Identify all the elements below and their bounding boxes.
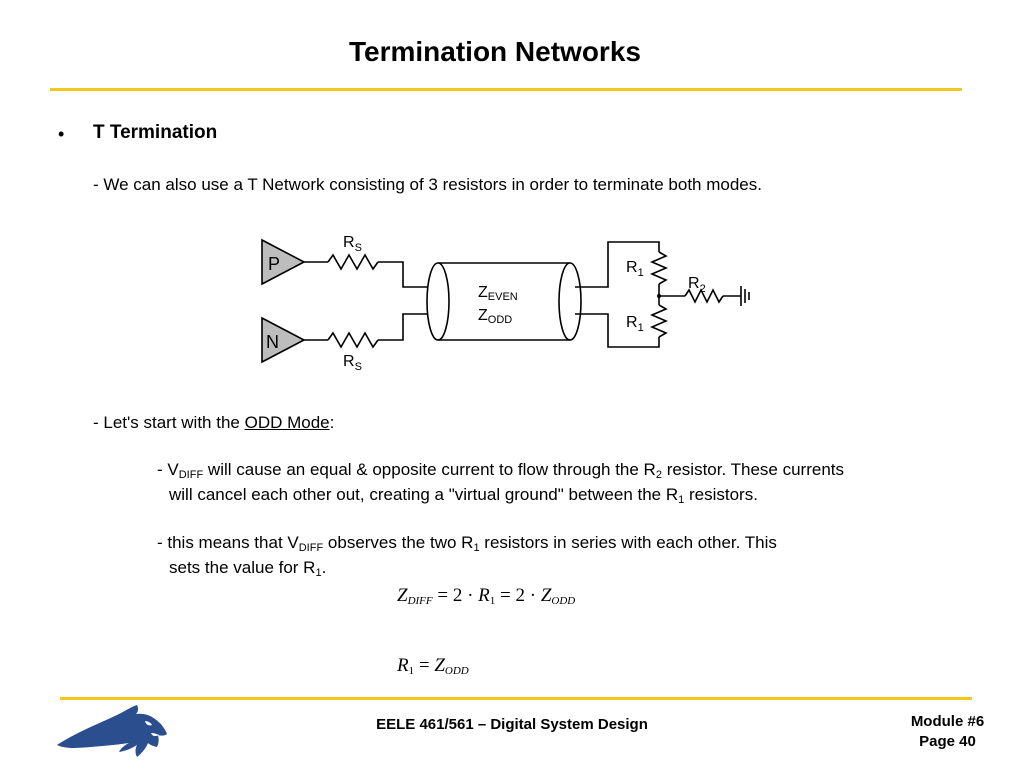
footer-course: EELE 461/561 – Digital System Design (376, 716, 648, 733)
driver-n-triangle (261, 316, 306, 364)
point2-line2: sets the value for R1. (169, 558, 327, 579)
odd-mode-link: ODD Mode (244, 413, 330, 432)
transmission-line (438, 262, 570, 341)
footer-module: Module #6 (910, 713, 985, 730)
zeven-label: ZEVEN (478, 284, 518, 303)
driver-n-label: N (266, 332, 279, 352)
r1-bottom-label: R1 (626, 314, 644, 334)
r2-resistor (684, 288, 724, 304)
equation-zdiff: ZDIFF = 2 · R1 = 2 · ZODD (397, 585, 576, 607)
rs-bottom-resistor (327, 331, 379, 349)
odd-mode-intro: - Let's start with the ODD Mode: (93, 413, 335, 432)
svg-text:RS: RS (343, 234, 362, 254)
svg-text:RS: RS (343, 353, 362, 373)
bobcat-logo (57, 705, 167, 757)
zodd-label: ZODD (478, 307, 512, 326)
bullet-heading: T Termination (93, 122, 218, 143)
point1-line2: will cancel each other out, creating a "… (169, 485, 758, 506)
rs-top-resistor (327, 253, 379, 271)
r2-label: R2 (688, 275, 706, 295)
r1-top-resistor (649, 251, 669, 285)
bullet-marker: • (58, 124, 65, 144)
driver-p-triangle (261, 238, 306, 286)
intro-text: - We can also use a T Network consisting… (93, 175, 762, 194)
slide-title: Termination Networks (349, 36, 641, 67)
point2-line1: - this means that VDIFF observes the two… (157, 533, 777, 554)
r1-top-label: R1 (626, 259, 644, 279)
ground-icon (740, 286, 750, 306)
point1-line1: - VDIFF will cause an equal & opposite c… (157, 460, 845, 481)
r1-bottom-resistor (649, 304, 669, 338)
driver-p-label: P (268, 254, 280, 274)
footer-page: Page 40 (919, 733, 976, 750)
t-termination-diagram: P N RS RS ZEVEN ZODD R1 R1 R2 (261, 234, 750, 373)
title-rule (50, 88, 962, 91)
equation-r1: R1 = ZODD (397, 655, 469, 677)
footer-rule (60, 697, 972, 700)
